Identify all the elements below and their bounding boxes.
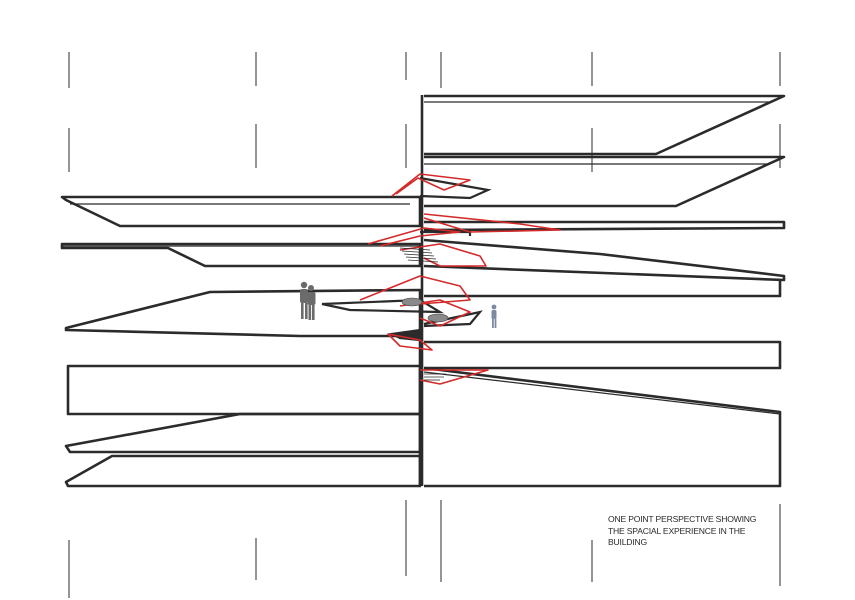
- stair-2: [423, 213, 561, 233]
- column-lines: [68, 52, 781, 598]
- right-slab-5: [424, 280, 782, 298]
- right-slab-3: [423, 220, 786, 232]
- drawing-caption: ONE POINT PERSPECTIVE SHOWING THE SPACIA…: [608, 514, 778, 549]
- left-slab-5: [64, 412, 422, 454]
- stair-6: [399, 299, 471, 327]
- right-slab-7: [423, 366, 782, 488]
- left-slab-6: [64, 454, 422, 488]
- caption-line-1: ONE POINT PERSPECTIVE SHOWING: [608, 514, 757, 524]
- left-slab-2: [60, 242, 422, 268]
- left-slabs: [60, 195, 422, 488]
- stair-1: [391, 173, 471, 197]
- red-staircases: [359, 173, 561, 385]
- person-figure-far: [491, 304, 497, 328]
- stair-treads: [399, 247, 446, 381]
- right-slab-1: [424, 94, 786, 156]
- stair-5: [359, 275, 471, 305]
- caption-line-2: THE SPACIAL EXPERIENCE IN THE: [608, 525, 746, 536]
- stair-7: [387, 333, 433, 351]
- central-spine: [418, 95, 424, 486]
- stair-8: [419, 369, 489, 385]
- vehicle-figures: [401, 297, 449, 323]
- left-slab-4: [66, 364, 422, 416]
- right-slabs: [423, 94, 786, 488]
- right-slab-6: [424, 340, 782, 370]
- left-slab-1: [60, 195, 422, 228]
- stair-3: [367, 227, 461, 247]
- right-slab-4: [423, 238, 786, 282]
- stair-4: [399, 243, 487, 267]
- caption-line-3: BUILDING: [608, 537, 647, 547]
- right-slab-2: [424, 155, 786, 208]
- scale-figures: [300, 281, 497, 328]
- person-figure-group: [300, 281, 316, 320]
